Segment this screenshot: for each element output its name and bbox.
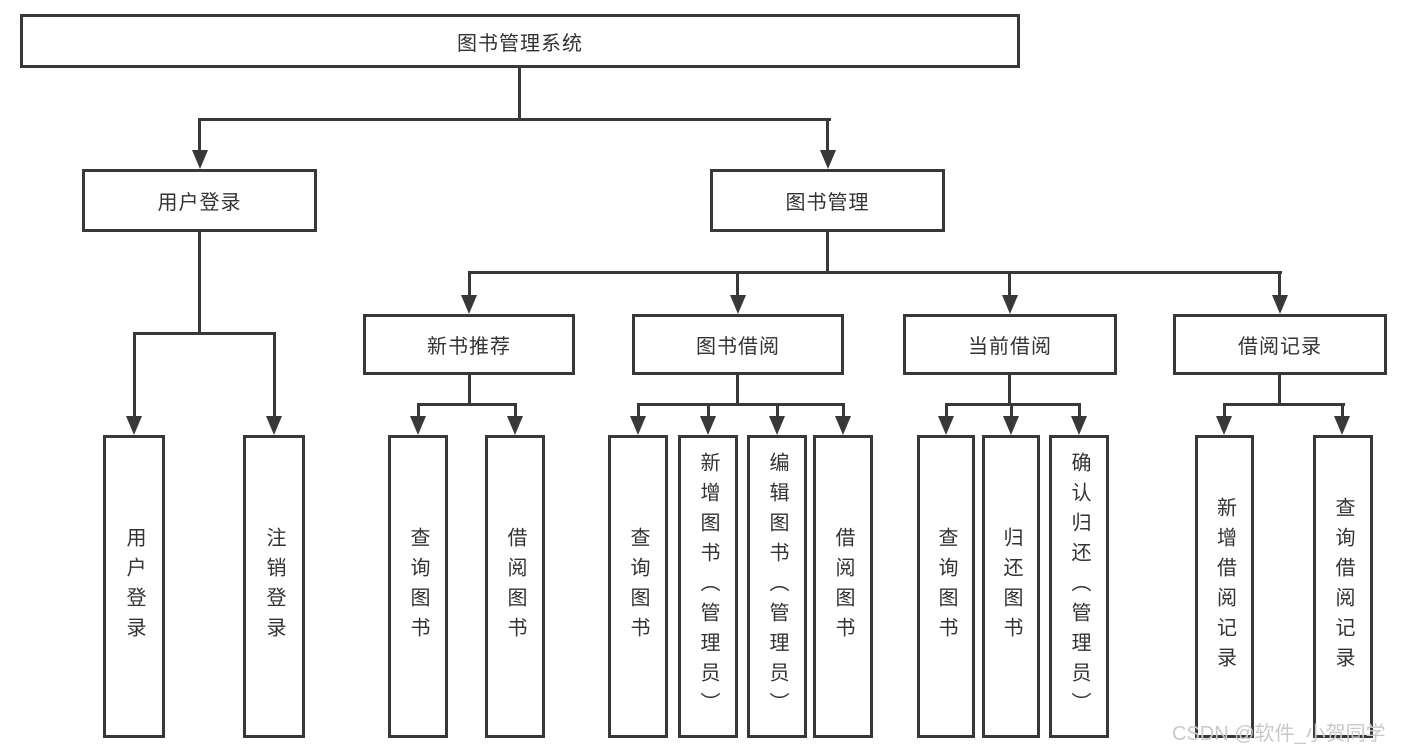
connector-drop-leaf-user-login bbox=[133, 332, 136, 418]
node-label: 图书管理 bbox=[785, 192, 870, 214]
node-label: 当前借阅 bbox=[968, 336, 1052, 358]
node-new-book-recommend: 新书推荐 bbox=[363, 314, 575, 375]
connector-bookmgmt-hline bbox=[468, 271, 1282, 274]
connector-drop bbox=[1010, 403, 1013, 418]
node-borrowing-records: 借阅记录 bbox=[1173, 314, 1387, 375]
arrowhead bbox=[1003, 416, 1019, 435]
connector-drop-current-borrow bbox=[1008, 271, 1011, 298]
leaf-newbook-borrow-books: 借阅图书 bbox=[485, 435, 545, 738]
node-label: 借阅记录 bbox=[1238, 336, 1322, 358]
arrowhead bbox=[1334, 416, 1350, 435]
node-label: 查询图书 bbox=[627, 526, 649, 647]
connector-currentborrow-vline bbox=[1008, 375, 1011, 406]
connector-drop bbox=[637, 403, 640, 418]
node-book-borrowing: 图书借阅 bbox=[632, 314, 844, 375]
leaf-return-books: 归还图书 bbox=[982, 435, 1040, 738]
arrowhead-borrow-records bbox=[1272, 295, 1288, 314]
node-label: 归还图书 bbox=[1000, 526, 1022, 647]
arrowhead bbox=[938, 416, 954, 435]
node-label: 借阅图书 bbox=[832, 526, 854, 647]
leaf-borrow-query-books: 查询图书 bbox=[608, 435, 668, 738]
connector-bookmgmt-vline bbox=[826, 232, 829, 274]
node-label: 用户登录 bbox=[157, 192, 242, 214]
arrowhead bbox=[1216, 416, 1232, 435]
connector-userlogin-vline bbox=[198, 232, 201, 335]
connector-newbook-vline bbox=[468, 375, 471, 406]
node-current-borrowing: 当前借阅 bbox=[903, 314, 1117, 375]
arrowhead-user-login bbox=[192, 150, 208, 169]
leaf-add-books-admin: 新增图书（管理员） bbox=[678, 435, 738, 738]
connector-bookborrow-hline bbox=[637, 403, 845, 406]
csdn-watermark: CSDN @软件_小贺同学 bbox=[1172, 723, 1386, 745]
arrowhead bbox=[630, 416, 646, 435]
connector-drop-new-book bbox=[468, 271, 471, 298]
connector-drop bbox=[417, 403, 420, 418]
connector-root-hline bbox=[198, 118, 831, 121]
connector-drop-book-management bbox=[826, 118, 829, 154]
node-label: 用户登录 bbox=[123, 526, 145, 647]
connector-drop bbox=[1078, 403, 1081, 418]
arrowhead bbox=[410, 416, 426, 435]
connector-userlogin-hline bbox=[133, 332, 276, 335]
leaf-logout: 注销登录 bbox=[243, 435, 305, 738]
arrowhead-book-management bbox=[820, 150, 836, 169]
connector-drop bbox=[514, 403, 517, 418]
node-label: 查询图书 bbox=[407, 526, 429, 647]
connector-drop bbox=[1341, 403, 1344, 418]
leaf-add-borrow-record: 新增借阅记录 bbox=[1195, 435, 1254, 738]
node-label: 查询图书 bbox=[935, 526, 957, 647]
node-label: 编辑图书（管理员） bbox=[766, 451, 788, 722]
arrowhead-current-borrow bbox=[1002, 295, 1018, 314]
arrowhead-new-book bbox=[461, 295, 477, 314]
connector-root-vline bbox=[518, 68, 521, 121]
arrowhead-leaf-user-login bbox=[126, 416, 142, 435]
node-label: 借阅图书 bbox=[504, 526, 526, 647]
node-label: 图书管理系统 bbox=[457, 32, 583, 55]
connector-drop bbox=[945, 403, 948, 418]
connector-drop-leaf-logout bbox=[273, 332, 276, 418]
leaf-current-query-books: 查询图书 bbox=[917, 435, 975, 738]
leaf-user-login: 用户登录 bbox=[103, 435, 165, 738]
node-root-library-system: 图书管理系统 bbox=[20, 14, 1020, 68]
connector-currentborrow-hline bbox=[945, 403, 1081, 406]
connector-drop bbox=[776, 403, 779, 418]
connector-drop bbox=[1223, 403, 1226, 418]
connector-bookborrow-vline bbox=[736, 375, 739, 406]
leaf-query-borrow-record: 查询借阅记录 bbox=[1313, 435, 1373, 738]
connector-newbook-hline bbox=[417, 403, 517, 406]
connector-borrowrecords-hline bbox=[1223, 403, 1345, 406]
arrowhead-leaf-logout bbox=[266, 416, 282, 435]
node-label: 查询借阅记录 bbox=[1332, 496, 1354, 677]
node-label: 确认归还（管理员） bbox=[1068, 451, 1090, 722]
connector-drop-user-login bbox=[198, 118, 201, 154]
arrowhead bbox=[700, 416, 716, 435]
arrowhead-book-borrow bbox=[730, 295, 746, 314]
connector-drop bbox=[842, 403, 845, 418]
node-label: 新增借阅记录 bbox=[1213, 496, 1236, 677]
arrowhead bbox=[507, 416, 523, 435]
connector-drop bbox=[707, 403, 710, 418]
leaf-edit-books-admin: 编辑图书（管理员） bbox=[747, 435, 807, 738]
node-label: 注销登录 bbox=[263, 526, 285, 647]
node-label: 新增图书（管理员） bbox=[697, 451, 719, 722]
arrowhead bbox=[769, 416, 785, 435]
leaf-newbook-query-books: 查询图书 bbox=[388, 435, 448, 738]
arrowhead bbox=[1071, 416, 1087, 435]
node-user-login: 用户登录 bbox=[82, 169, 317, 232]
arrowhead bbox=[835, 416, 851, 435]
leaf-borrow-books: 借阅图书 bbox=[813, 435, 873, 738]
connector-drop-borrow-records bbox=[1278, 271, 1281, 298]
node-book-management: 图书管理 bbox=[710, 169, 945, 232]
leaf-confirm-return-admin: 确认归还（管理员） bbox=[1049, 435, 1109, 738]
connector-drop-book-borrow bbox=[736, 271, 739, 298]
node-label: 图书借阅 bbox=[696, 336, 780, 358]
node-label: 新书推荐 bbox=[427, 336, 511, 358]
connector-borrowrecords-vline bbox=[1278, 375, 1281, 406]
